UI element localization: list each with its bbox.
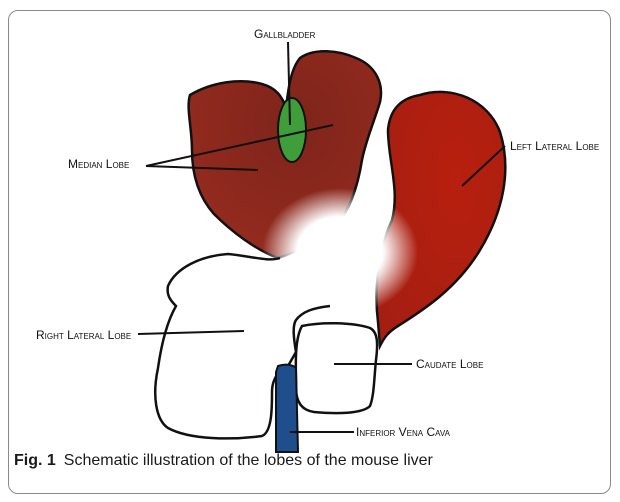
gallbladder bbox=[278, 98, 306, 162]
caudate-lobe-label: Caudate Lobe bbox=[416, 357, 483, 371]
figure-caption: Fig. 1 Schematic illustration of the lobe… bbox=[14, 452, 604, 470]
right-lateral-lobe-label: Right Lateral Lobe bbox=[36, 328, 131, 342]
gallbladder-label: Gallbladder bbox=[254, 27, 316, 41]
caudate-lobe bbox=[296, 323, 377, 413]
figure-number: Fig. 1 bbox=[14, 452, 56, 469]
caption-text: Schematic illustration of the lobes of t… bbox=[64, 452, 433, 469]
left-lateral-lobe-label: Left Lateral Lobe bbox=[510, 139, 599, 153]
inferior-vena-cava-label: Inferior Vena Cava bbox=[356, 425, 451, 439]
inferior-vena-cava bbox=[276, 365, 298, 452]
median-lobe-label: Median Lobe bbox=[68, 157, 129, 171]
